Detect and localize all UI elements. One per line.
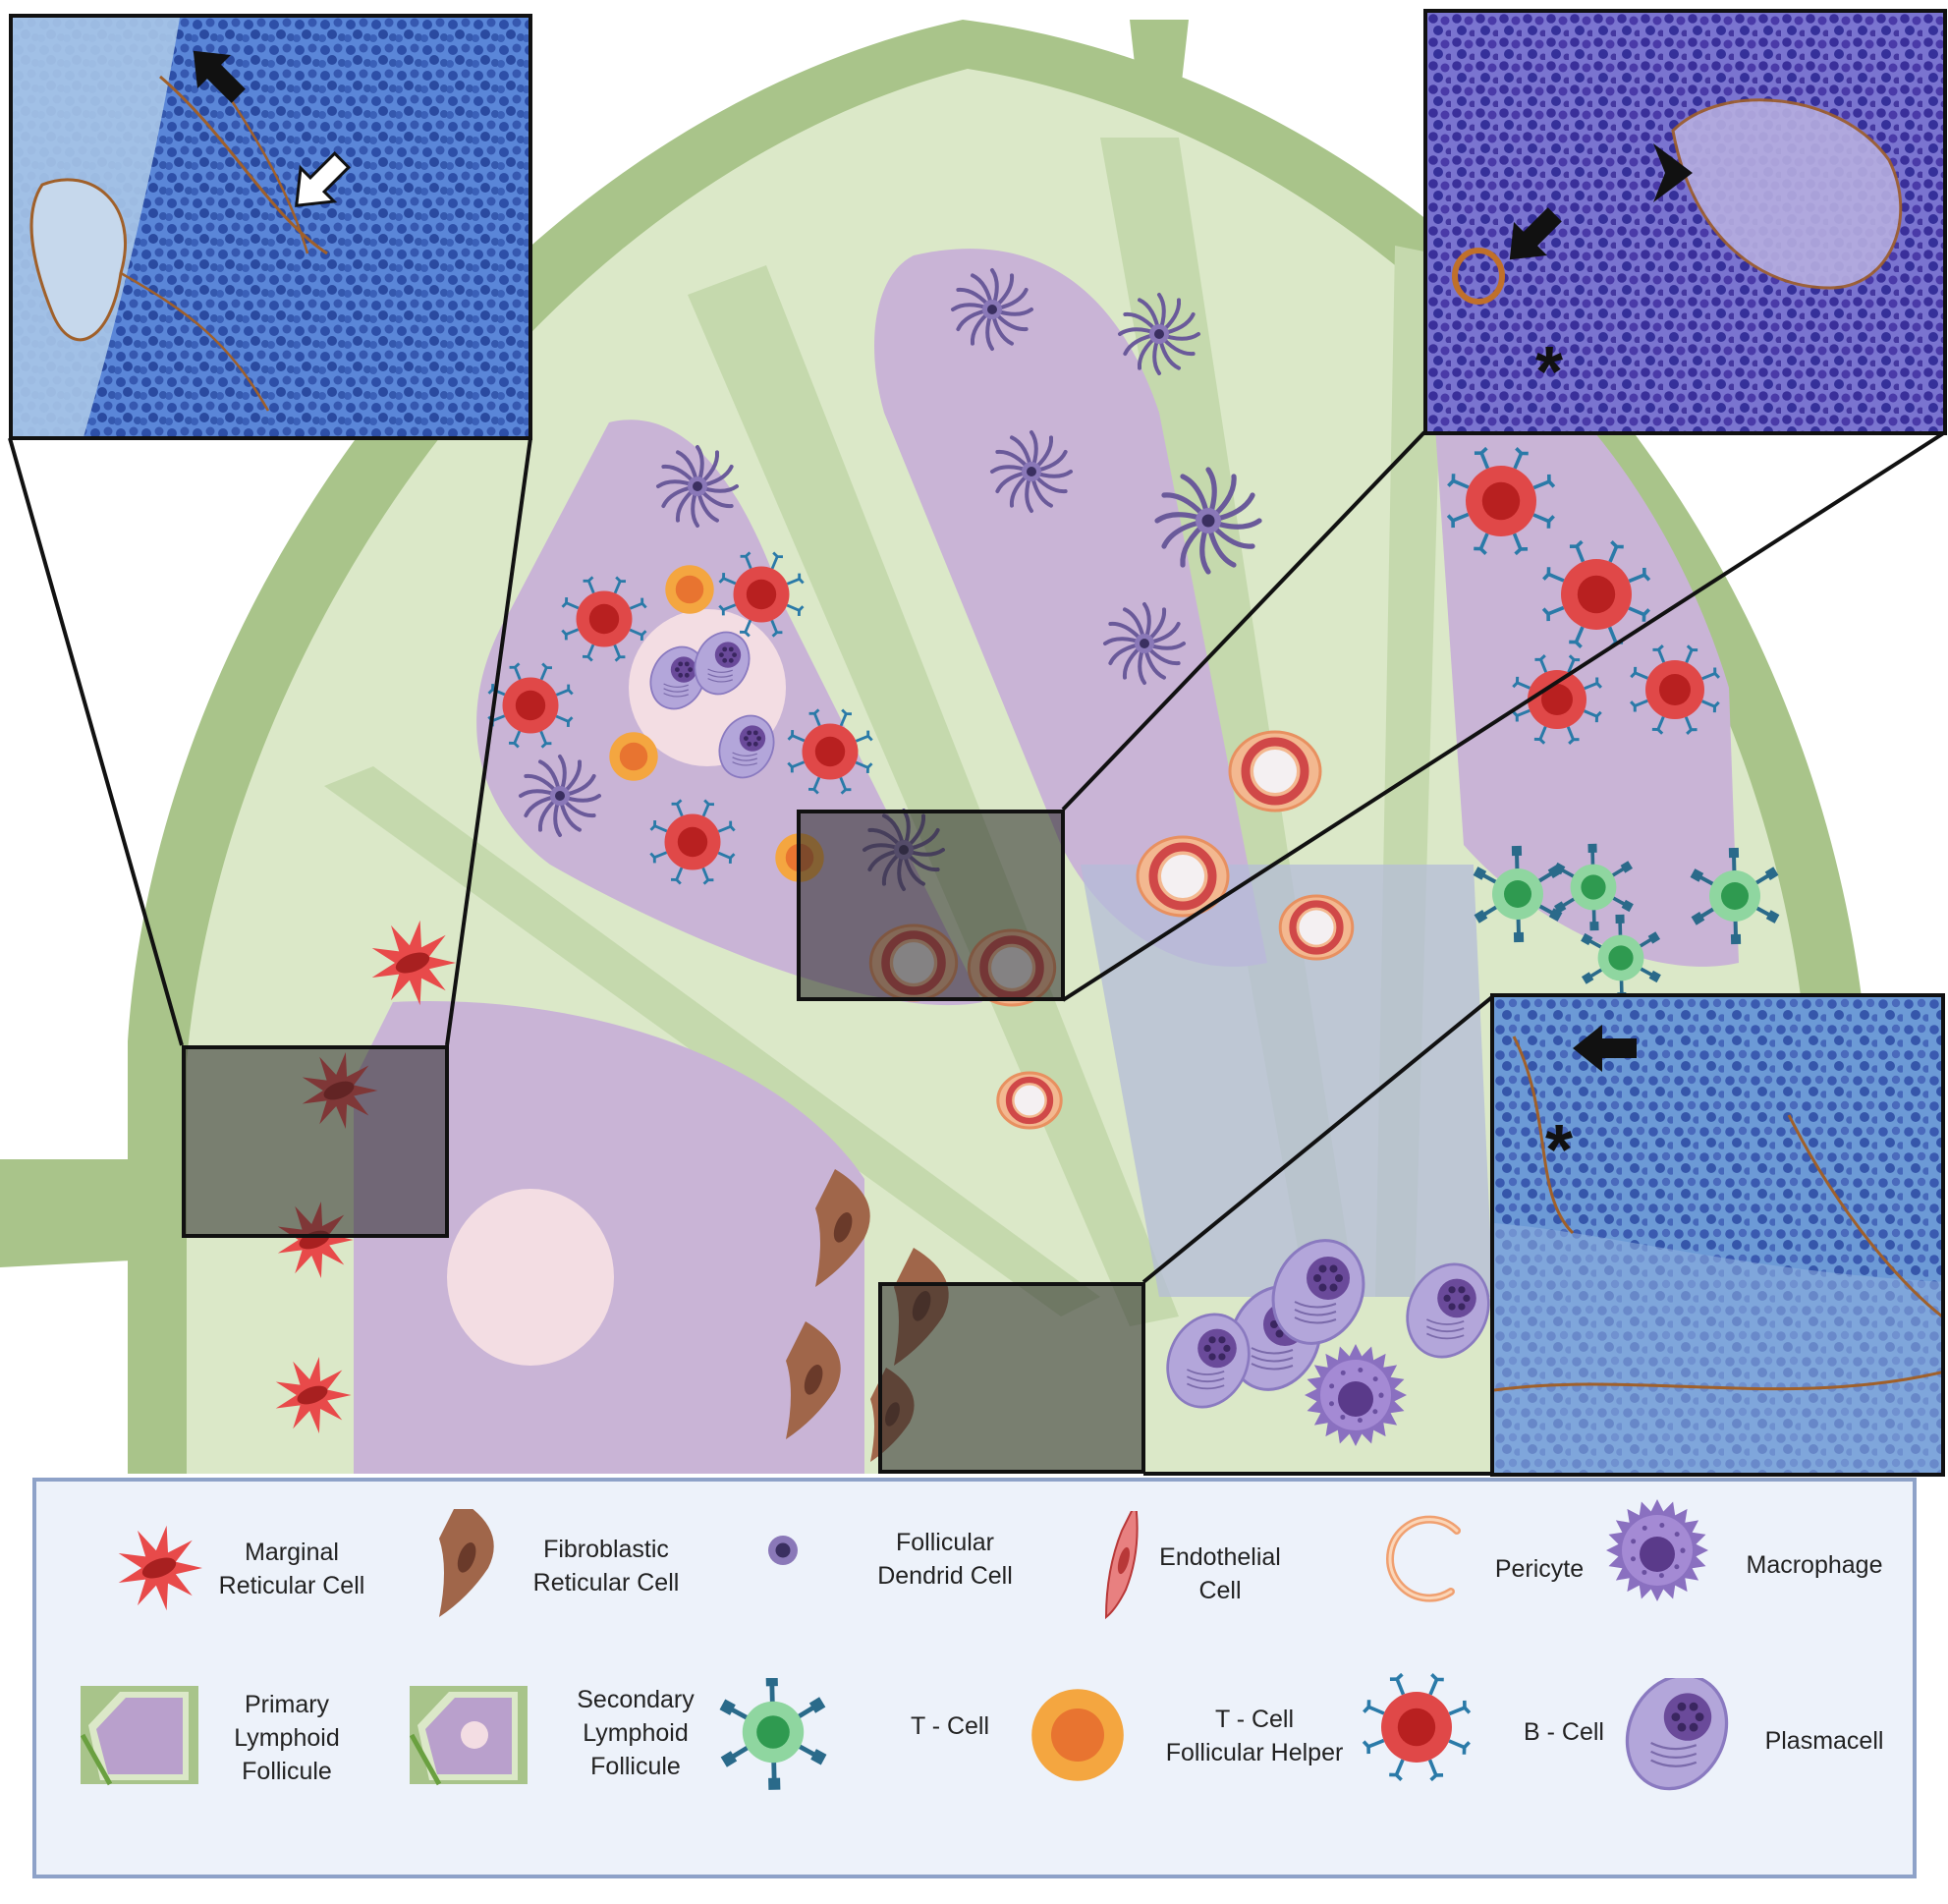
t-cell-icon — [714, 1674, 842, 1811]
t-cell — [1581, 914, 1661, 1002]
histology-inset-follicle: * — [1423, 9, 1947, 435]
histology-inset-medulla: * — [1490, 993, 1945, 1477]
endothelial-cell-icon — [1073, 1499, 1181, 1644]
follicular-dendritic-cell — [1103, 602, 1186, 685]
blood-vessel — [996, 1071, 1063, 1130]
b-cell-icon — [1358, 1672, 1485, 1806]
secondary-follicle-icon — [409, 1686, 537, 1799]
legend-panel: Marginal Reticular Cell Fibroblastic Reti… — [32, 1478, 1917, 1878]
zoom-region-medulla — [878, 1282, 1145, 1474]
legend-label: Pericyte — [1494, 1555, 1585, 1583]
plasmacell-icon — [1623, 1673, 1751, 1811]
legend-label: Primary Lymphoid Follicule — [234, 1691, 340, 1785]
white-arrow-icon — [295, 151, 351, 207]
t-cell — [1553, 843, 1634, 931]
marginal-reticular-cell — [275, 1357, 352, 1433]
legend-label: Macrophage — [1746, 1551, 1883, 1579]
plasmacell — [718, 714, 775, 779]
b-cell — [1541, 539, 1651, 649]
b-cell — [787, 708, 873, 795]
legend-label: Secondary Lymphoid Follicule — [577, 1686, 695, 1780]
primary-follicle-icon — [80, 1686, 208, 1799]
medulla — [1081, 865, 1493, 1297]
b-cell — [1630, 644, 1720, 735]
t-cell-follicular-helper — [609, 732, 658, 781]
zoom-region-follicle-vessels — [797, 810, 1065, 1001]
macrophage-icon — [1598, 1496, 1726, 1629]
lower-left-follicle — [354, 1001, 864, 1474]
plasmacell — [1271, 1239, 1365, 1345]
zoom-connectors — [8, 430, 1947, 1476]
asterisk-marker: * — [1545, 1111, 1573, 1190]
legend-label: Plasmacell — [1764, 1727, 1884, 1755]
b-cell — [718, 551, 805, 638]
b-cell — [649, 799, 736, 885]
legend-label: Follicular Dendrid Cell — [877, 1529, 1013, 1590]
follicular-dendritic-cell — [1154, 467, 1262, 575]
plasmacell — [649, 645, 706, 710]
histology-inset-capsule — [9, 14, 532, 440]
blood-vessel — [1228, 730, 1322, 812]
follicular-dendritic-cell — [951, 268, 1033, 351]
asterisk-marker: * — [1535, 333, 1563, 412]
marginal-reticular-cell — [371, 920, 456, 1006]
t-cell — [1690, 847, 1780, 945]
fibroblastic-reticular-cell — [815, 1169, 870, 1287]
legend-label: Fibroblastic Reticular Cell — [532, 1536, 680, 1596]
t-cell-follicular-helper — [665, 565, 714, 614]
zoom-region-capsule — [182, 1045, 449, 1238]
legend-label: Marginal Reticular Cell — [218, 1539, 365, 1599]
black-arrow-icon — [1573, 1025, 1637, 1072]
black-arrow-icon — [1509, 207, 1562, 260]
fibroblastic-reticular-cell — [786, 1321, 841, 1439]
plasmacell — [1166, 1313, 1251, 1409]
tfh-cell-icon — [1029, 1686, 1137, 1799]
germinal-center-lower — [447, 1189, 614, 1366]
follicular-dendritic-cell — [1118, 293, 1200, 375]
black-arrow-icon — [193, 50, 246, 103]
b-cell — [1512, 654, 1602, 745]
fibroblastic-reticular-cell-icon — [419, 1499, 528, 1642]
marginal-reticular-cell-icon — [110, 1519, 218, 1632]
arrowhead-marker-icon — [1653, 143, 1693, 202]
b-cell — [1446, 446, 1556, 556]
blood-vessel — [1136, 835, 1230, 918]
b-cell — [561, 576, 647, 662]
plasmacell — [1406, 1262, 1490, 1359]
upper-middle-follicle — [874, 249, 1267, 967]
follicular-dendritic-cell-icon — [724, 1501, 852, 1634]
plasmacell — [694, 631, 751, 696]
legend-label: T - Cell — [910, 1712, 990, 1740]
macrophage — [1305, 1344, 1407, 1446]
follicular-dendritic-cell — [656, 445, 739, 528]
follicular-dendritic-cell — [519, 755, 601, 837]
legend-label: B - Cell — [1524, 1718, 1604, 1746]
pericyte-icon — [1372, 1511, 1480, 1624]
blood-vessel — [1278, 894, 1355, 961]
follicular-dendritic-cell — [990, 430, 1073, 513]
legend-label: T - Cell Follicular Helper — [1165, 1706, 1344, 1766]
legend-label: Endothelial Cell — [1159, 1543, 1281, 1604]
t-cell — [1473, 845, 1563, 943]
